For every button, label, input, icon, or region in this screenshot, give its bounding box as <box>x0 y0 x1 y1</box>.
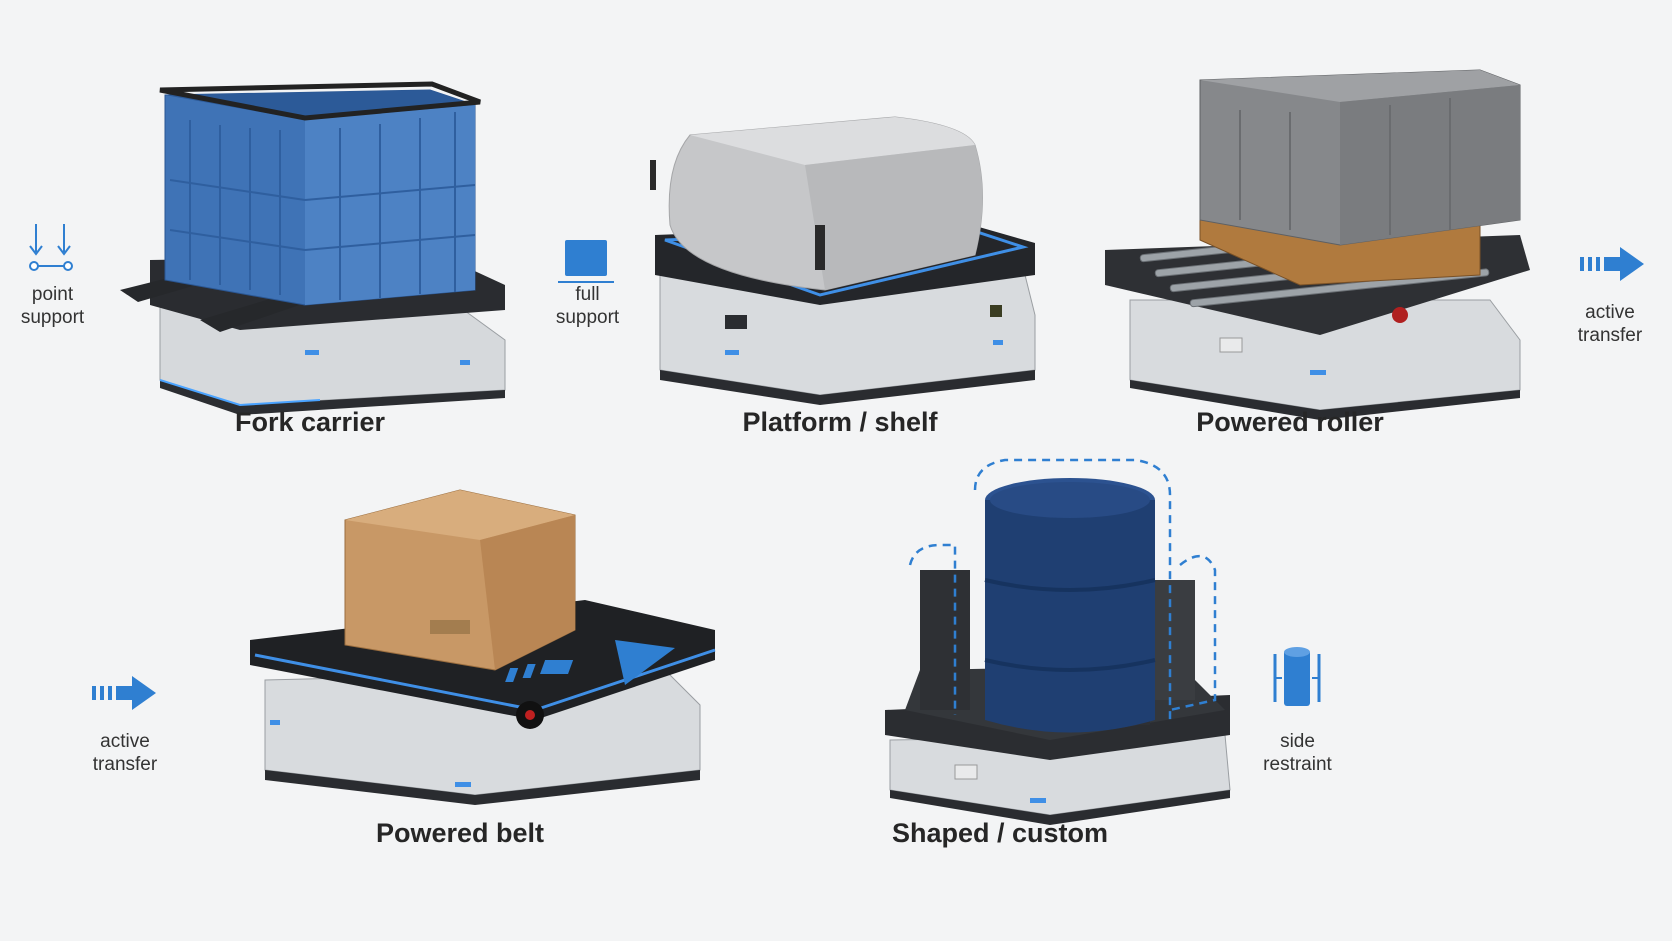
caption-line: restraint <box>1263 754 1332 775</box>
side-restraint-caption: side restraint <box>1250 730 1345 776</box>
caption-line: transfer <box>92 754 158 775</box>
powered-roller-robot <box>1105 69 1530 420</box>
active-transfer-icon <box>1580 247 1644 281</box>
module-title: Fork carrier <box>234 407 386 437</box>
point-support-icon <box>29 224 73 271</box>
module-title: Platform / shelf <box>742 407 938 437</box>
active-transfer-caption: active transfer <box>1560 301 1660 347</box>
caption-line: transfer <box>1577 325 1643 346</box>
side-restraint-icon <box>1273 647 1321 706</box>
caption-line: support <box>555 307 620 328</box>
module-title: Powered roller <box>1196 407 1384 437</box>
caption-line: active <box>1585 302 1635 323</box>
caption-line: point <box>31 284 74 305</box>
module-title: Shaped / custom <box>891 818 1109 848</box>
caption-line: full <box>575 284 600 305</box>
caption-line: side <box>1280 731 1315 752</box>
caption-line: active <box>100 731 150 752</box>
fork-carrier-robot <box>120 81 506 415</box>
module-title: Powered belt <box>375 818 545 848</box>
active-transfer-icon <box>92 676 156 710</box>
active-transfer-caption: active transfer <box>75 730 175 776</box>
caption-line: support <box>20 307 85 328</box>
shaped-custom-robot <box>885 458 1231 825</box>
point-support-caption: point support <box>10 283 95 329</box>
full-support-caption: full support <box>545 283 630 329</box>
platform-shelf-robot <box>650 116 1036 405</box>
powered-belt-robot <box>250 489 716 805</box>
full-support-icon <box>558 240 614 283</box>
